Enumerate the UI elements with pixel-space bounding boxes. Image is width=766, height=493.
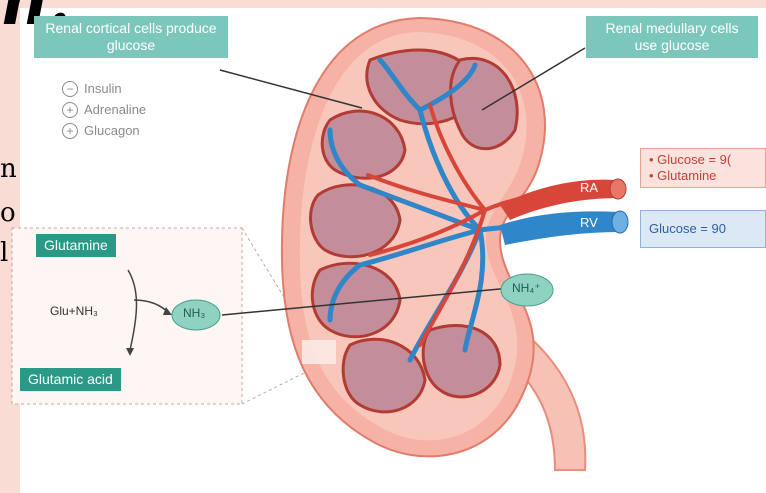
legend-adrenaline-label: Adrenaline xyxy=(84,102,146,117)
glu-nh3-label: Glu+NH₃ xyxy=(50,304,98,318)
rv-label: RV xyxy=(580,215,598,230)
hormone-legend: − Insulin + Adrenaline + Glucagon xyxy=(62,78,146,141)
legend-insulin: − Insulin xyxy=(62,78,146,99)
inset-source-area xyxy=(302,340,336,364)
vein-contents-box: Glucose = 90 xyxy=(640,210,766,248)
legend-glucagon: + Glucagon xyxy=(62,120,146,141)
minus-icon: − xyxy=(62,81,78,97)
ra-label: RA xyxy=(580,180,598,195)
glutamine-label: Glutamine xyxy=(36,234,116,257)
nh3-label: NH₃ xyxy=(183,306,205,320)
artery-contents-box: • Glucose = 9( • Glutamine xyxy=(640,148,766,188)
renal-artery-end xyxy=(610,179,626,199)
artery-glutamine: • Glutamine xyxy=(649,168,757,184)
renal-vein-end xyxy=(612,211,628,233)
nh4-label: NH₄⁺ xyxy=(512,281,541,295)
artery-glucose: • Glucose = 9( xyxy=(649,152,757,168)
plus-icon: + xyxy=(62,102,78,118)
legend-insulin-label: Insulin xyxy=(84,81,122,96)
legend-glucagon-label: Glucagon xyxy=(84,123,140,138)
legend-adrenaline: + Adrenaline xyxy=(62,99,146,120)
medullary-cells-label: Renal medullary cells use glucose xyxy=(586,16,758,58)
vein-glucose: Glucose = 90 xyxy=(649,221,726,236)
plus-icon: + xyxy=(62,123,78,139)
glutamic-acid-label: Glutamic acid xyxy=(20,368,121,391)
cortical-cells-label: Renal cortical cells produce glucose xyxy=(34,16,228,58)
